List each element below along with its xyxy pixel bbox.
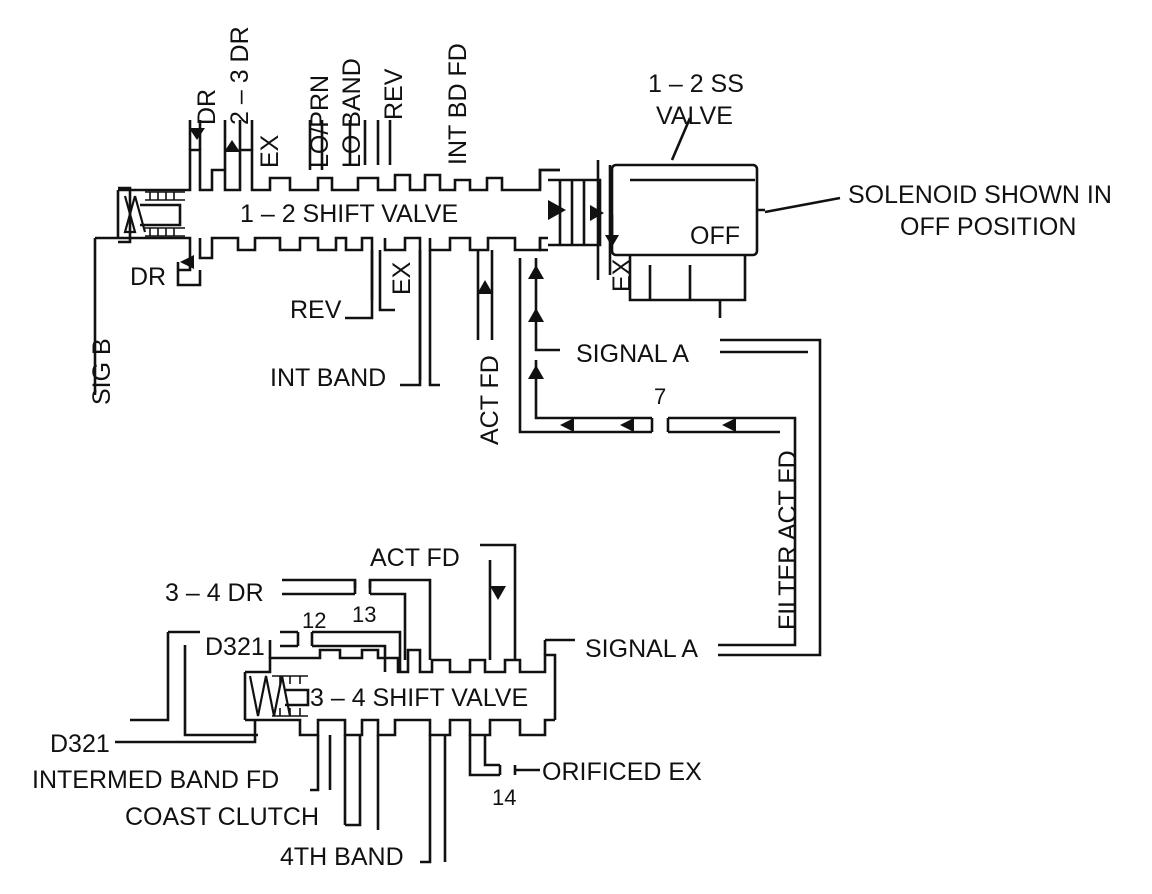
port-act-fd-upper: ACT FD xyxy=(476,355,504,445)
lower-act-fd: ACT FD xyxy=(370,544,460,572)
orifice-7: 7 xyxy=(654,384,666,409)
solenoid-state: OFF xyxy=(690,222,740,250)
lower-signal-a: SIGNAL A xyxy=(585,635,698,663)
title-3-4-shift-valve: 3 – 4 SHIFT VALVE xyxy=(310,684,528,712)
lower-orificed-ex: ORIFICED EX xyxy=(542,758,702,786)
port-2-3-dr: 2 – 3 DR xyxy=(226,26,254,125)
signal-a-upper: SIGNAL A xyxy=(576,340,689,368)
port-ex-top: EX xyxy=(256,134,284,168)
solenoid-note-1: SOLENOID SHOWN IN xyxy=(848,181,1112,209)
port-int-bd-fd: INT BD FD xyxy=(444,43,472,165)
port-rev-bottom: REV xyxy=(290,296,342,324)
port-dr-top: DR xyxy=(193,89,221,125)
lower-d321-upper: D321 xyxy=(205,633,265,661)
port-lo-band: LO BAND xyxy=(338,58,366,168)
port-ex-bottom: EX xyxy=(388,261,416,295)
filter-act-fd: FILTER ACT FD xyxy=(774,450,802,630)
lower-3-4-dr: 3 – 4 DR xyxy=(165,579,264,607)
solenoid-note-2: OFF POSITION xyxy=(900,213,1076,241)
lower-coast-clutch: COAST CLUTCH xyxy=(125,803,319,831)
port-sig-b: SIG B xyxy=(88,338,116,405)
solenoid-valve-label-2: VALVE xyxy=(656,102,733,130)
title-1-2-shift-valve: 1 – 2 SHIFT VALVE xyxy=(240,200,458,228)
shift-valve-3-4 xyxy=(115,543,575,864)
signal-lines xyxy=(518,258,822,657)
lower-4th-band: 4TH BAND xyxy=(280,843,404,871)
orifice-13: 13 xyxy=(352,602,376,627)
solenoid-ex: EX xyxy=(608,258,636,292)
labels: 1 – 2 SHIFT VALVE DR 2 – 3 DR EX LO/PRN … xyxy=(32,26,1112,871)
port-rev-top: REV xyxy=(380,68,408,120)
solenoid-valve-label-1: 1 – 2 SS xyxy=(648,70,744,98)
lower-d321-lower: D321 xyxy=(50,730,110,758)
solenoid-1-2-ss xyxy=(548,117,841,318)
shift-valve-1-2 xyxy=(93,120,560,395)
port-dr-bottom: DR xyxy=(130,263,166,291)
port-int-band: INT BAND xyxy=(270,364,386,392)
lower-intermed-band-fd: INTERMED BAND FD xyxy=(32,766,279,794)
port-lo-prn: LO/PRN xyxy=(306,75,334,168)
orifice-14: 14 xyxy=(492,785,516,810)
orifice-12: 12 xyxy=(302,608,326,633)
